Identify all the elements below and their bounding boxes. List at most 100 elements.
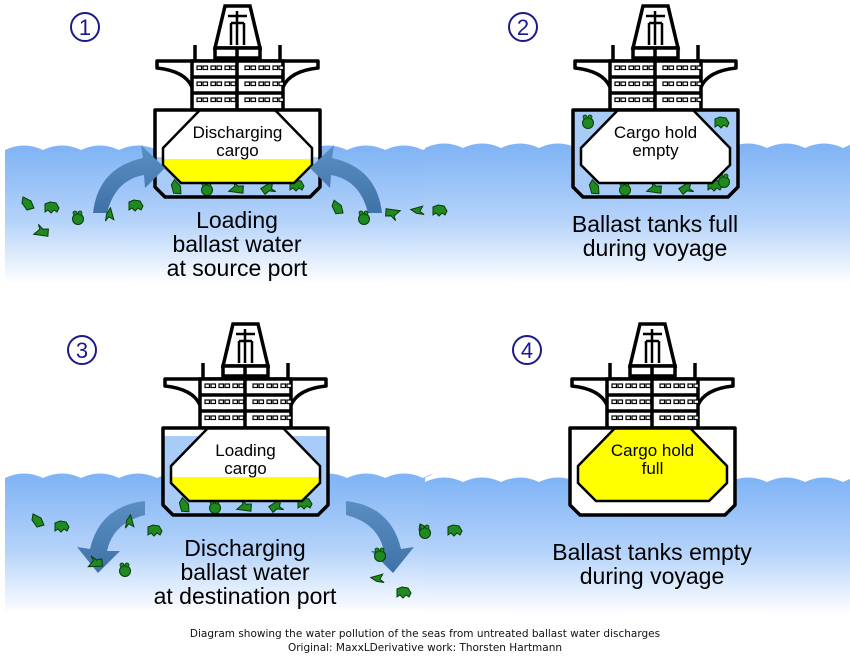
window (224, 383, 231, 389)
window (628, 97, 635, 103)
window (272, 81, 279, 87)
window (280, 415, 287, 421)
window (216, 65, 223, 71)
window (258, 65, 265, 71)
window (682, 97, 689, 103)
footer-credit: Original: MaxxLDerivative work: Thorsten… (287, 642, 563, 654)
window (230, 81, 237, 87)
organism-blob-icon (72, 210, 84, 225)
organism-bud (374, 547, 380, 553)
funnel-mast (228, 11, 247, 45)
window (662, 65, 669, 71)
organism-icon (44, 201, 60, 214)
window (266, 383, 273, 389)
window (693, 415, 700, 421)
panel-caption-line: during voyage (583, 235, 728, 261)
window (620, 97, 627, 103)
panel-caption-line: ballast water (180, 559, 309, 585)
window (216, 81, 223, 87)
window (280, 399, 287, 405)
deck-lines (192, 48, 283, 110)
window (648, 97, 655, 103)
window (210, 81, 217, 87)
funnel-mast (236, 329, 255, 363)
window (696, 97, 703, 103)
window (665, 383, 672, 389)
window (617, 415, 624, 421)
window (634, 97, 641, 103)
window (218, 415, 225, 421)
step-number-circle (70, 12, 100, 42)
organism-icon (31, 513, 45, 528)
organism-blob-icon (119, 562, 131, 577)
window (278, 81, 285, 87)
organism-bud (77, 210, 83, 216)
organism-blob-icon (374, 547, 386, 562)
organism-bud (582, 114, 588, 120)
window (645, 399, 652, 405)
window (611, 383, 618, 389)
window (202, 65, 209, 71)
organism-bud (587, 114, 593, 120)
window (280, 383, 287, 389)
window (642, 65, 649, 71)
organism-bud (379, 547, 385, 553)
window (250, 65, 257, 71)
window (250, 97, 257, 103)
organism-icon (32, 223, 49, 237)
organism-icon (147, 524, 163, 537)
window (258, 399, 265, 405)
panel-caption-line: Discharging (184, 535, 305, 561)
window (625, 415, 632, 421)
window (662, 81, 669, 87)
masts (611, 45, 700, 61)
window (687, 399, 694, 405)
window (682, 81, 689, 87)
panel-caption-line: Loading (196, 207, 278, 233)
deck-lines (607, 366, 698, 428)
window (218, 399, 225, 405)
panel-caption-line: at source port (167, 255, 308, 281)
organism-bud (124, 562, 130, 568)
window (639, 399, 646, 405)
organism-icon (21, 196, 35, 211)
organism-icon (128, 199, 144, 212)
window (687, 415, 694, 421)
organism-bud (358, 210, 364, 216)
window (642, 97, 649, 103)
organism-bud (723, 173, 729, 179)
cargo-hold-outline (576, 426, 729, 503)
window (218, 383, 225, 389)
organism-icon (432, 204, 448, 217)
cargo (578, 428, 727, 501)
organism-bud (119, 562, 125, 568)
window (258, 97, 265, 103)
sea (425, 143, 850, 284)
window (696, 65, 703, 71)
cargo-fill (578, 428, 727, 501)
window (196, 81, 203, 87)
window (639, 383, 646, 389)
window (230, 97, 237, 103)
window (625, 399, 632, 405)
step-number: 1 (79, 15, 91, 40)
cargo (163, 159, 312, 183)
window (224, 415, 231, 421)
window (252, 415, 259, 421)
organism-icon (54, 520, 70, 533)
window (210, 415, 217, 421)
window (662, 97, 669, 103)
organism-bud (424, 524, 430, 530)
window (679, 415, 686, 421)
panel-caption-line: Ballast tanks full (572, 211, 738, 237)
window (668, 81, 675, 87)
hull-outline (568, 426, 737, 517)
window (614, 65, 621, 71)
cargo (171, 477, 320, 501)
